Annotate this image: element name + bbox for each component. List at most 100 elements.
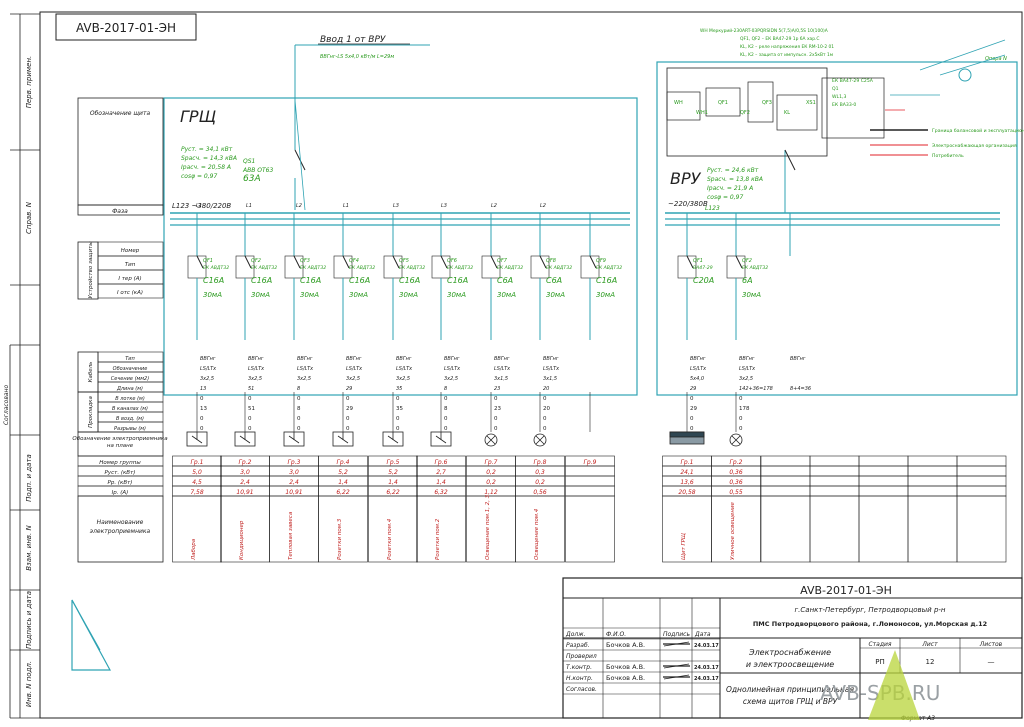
grsch-col-breaker-type: ЕК АВДТ32 xyxy=(447,265,473,271)
grsch-col-consumer-name: Розетки пом.2 xyxy=(435,518,441,560)
laying-row-label: В лотке (м) xyxy=(115,396,145,402)
meter-note-line: KL, K2 – реле напряжения ЕК RM-10-2 01 xyxy=(740,44,834,50)
vru-col-laying-value: 178 xyxy=(739,406,750,412)
plan-label: на плане xyxy=(107,443,134,449)
grsch-col-group-value: 1,12 xyxy=(484,489,498,496)
grsch-col-lamp-icon xyxy=(533,433,547,447)
grsch-col-group-value: 7,58 xyxy=(190,489,204,496)
tb-person: Бочков А.В. xyxy=(606,674,645,682)
laying-row-label: Разрывы (м) xyxy=(114,426,146,432)
tb-date: 24.03.17 xyxy=(694,665,719,671)
meter-item-label: QF2 xyxy=(740,110,750,116)
vru-empty-cell xyxy=(760,455,811,467)
grsch-col-group-value: Гр.4 xyxy=(337,459,350,466)
main-breaker-label: QS1 xyxy=(243,158,255,165)
vru-title: ВРУ xyxy=(670,169,702,188)
vru-col-group-value: 13,6 xyxy=(680,479,694,486)
grsch-col-breaker-type: ЕК АВДТ32 xyxy=(546,265,572,271)
grsch-col-laying-value: 13 xyxy=(200,406,207,412)
grsch-col-name-cell xyxy=(416,495,466,563)
grsch-col-breaker-blade xyxy=(589,255,597,269)
cable-row-label: Тип xyxy=(125,356,135,362)
meter-item-label: WH1 xyxy=(696,110,708,116)
grsch-col-breaker-rcd: 30мА xyxy=(203,291,222,299)
grsch-col-laying-value: 0 xyxy=(200,426,204,432)
grsch-col-name-cell xyxy=(515,495,565,563)
grsch-col-breaker-rcd: 30мА xyxy=(300,291,319,299)
vru-col-breaker-type: ВА47-29 xyxy=(693,265,713,271)
grsch-col-cable-value: LS/LTх xyxy=(297,366,313,372)
vru-empty-cell xyxy=(956,465,1007,477)
vru-empty-cell xyxy=(760,465,811,477)
grsch-col-laying-value: 0 xyxy=(494,416,498,422)
grsch-param: Sрасч. = 14,3 кВА xyxy=(181,155,237,162)
grsch-col-name-cell xyxy=(318,495,368,563)
grsch-col-cable-value: 20 xyxy=(543,386,549,392)
vru-col-breaker-rating: С20А xyxy=(693,276,714,285)
sheet-border xyxy=(39,11,1023,719)
tb-date: 24.03.17 xyxy=(694,643,719,649)
side-stamp-label: Инв. N подл. xyxy=(25,661,33,707)
meter-right-label: WL1,3 xyxy=(832,94,846,100)
grsch-col-laying-value: 8 xyxy=(444,406,448,412)
cable-row-label: Длина (м) xyxy=(116,386,143,392)
grsch-voltage: L123 ~380/220В xyxy=(172,202,231,210)
grsch-col-cable-value: LS/LTх xyxy=(346,366,362,372)
tb-person: Бочков А.В. xyxy=(606,663,645,671)
side-stamp-label: Подп. и дата xyxy=(25,454,33,502)
grsch-col-cable-value: 3х2,5 xyxy=(248,376,262,382)
grsch-col-breaker-type: ЕК АВДТ32 xyxy=(251,265,277,271)
grsch-col-cable-value: 51 xyxy=(248,386,254,392)
vru-col-cable-value: 29 xyxy=(690,386,696,392)
tb-role: Разраб. xyxy=(566,642,590,649)
grsch-col-group-value: 5,2 xyxy=(338,469,348,476)
bus-phase-label: L1 xyxy=(246,203,252,209)
grsch-col-laying-value: 0 xyxy=(543,426,547,432)
bus-phase-label: L1 xyxy=(343,203,349,209)
vru-empty-cell xyxy=(956,475,1007,487)
meter-item-label: XS1 xyxy=(806,100,816,106)
vru-col-cable-value: LS/LTх xyxy=(739,366,755,372)
vru-col-breaker-id: QF2 xyxy=(742,258,752,264)
grsch-col-cable-value: 3х2,5 xyxy=(346,376,360,382)
vru-empty-cell xyxy=(956,455,1007,467)
grsch-col-laying-value: 35 xyxy=(396,406,403,412)
grsch-col-cable-value: 3х2,5 xyxy=(396,376,410,382)
vru-main-blade xyxy=(784,149,796,171)
triangle-icon xyxy=(71,599,101,651)
grsch-col-breaker-blade xyxy=(490,255,498,269)
grsch-col-name-cell xyxy=(565,495,615,563)
vru-col-group-value: 0,36 xyxy=(729,469,743,476)
grsch-col-consumer-name: Розетки пом.4 xyxy=(387,518,393,560)
grsch-col-laying-value: 0 xyxy=(444,426,448,432)
grsch-col-laying-value: 0 xyxy=(543,396,547,402)
tb-signature xyxy=(663,674,690,680)
grsch-col-group-value: 4,5 xyxy=(192,479,202,486)
grsch-col-breaker-blade xyxy=(293,255,301,269)
vru-col-breaker-id: QF1 xyxy=(693,258,703,264)
vru-empty-name-cell xyxy=(809,495,860,563)
grsch-col-consumer-name: Розетки пом.3 xyxy=(337,518,343,560)
vru-col-breaker-type: ЕК АВДТ32 xyxy=(742,265,768,271)
grsch-col-group-value: Гр.9 xyxy=(584,459,597,466)
tb-role: Согласов. xyxy=(566,686,597,693)
grsch-col-breaker-blade xyxy=(196,255,204,269)
meter-item-label: WH xyxy=(674,100,683,106)
grsch-col-cable-value: ВВГнг xyxy=(248,356,264,362)
tb-title-2: и электроосвещение xyxy=(746,660,834,669)
triangle-icon xyxy=(71,599,112,671)
meter-item-label: QF3 xyxy=(762,100,772,106)
grsch-col-name-cell xyxy=(220,495,270,563)
meter-box-item xyxy=(747,81,774,123)
grsch-col-breaker-rating: С16А xyxy=(596,276,617,285)
meter-item-label: KL xyxy=(784,110,790,116)
vru-col-name-cell xyxy=(662,495,712,563)
grsch-col-breaker-type: ЕК АВДТ32 xyxy=(497,265,523,271)
cable-row-label: Сечение (мм2) xyxy=(111,376,149,382)
side-stamp-label: Справ. N xyxy=(25,201,33,234)
bus-phase-label: L2 xyxy=(491,203,497,209)
grsch-col-name-cell xyxy=(172,495,222,563)
consumer-name-cell xyxy=(77,495,164,563)
vru-col-laying-value: 0 xyxy=(739,396,743,402)
